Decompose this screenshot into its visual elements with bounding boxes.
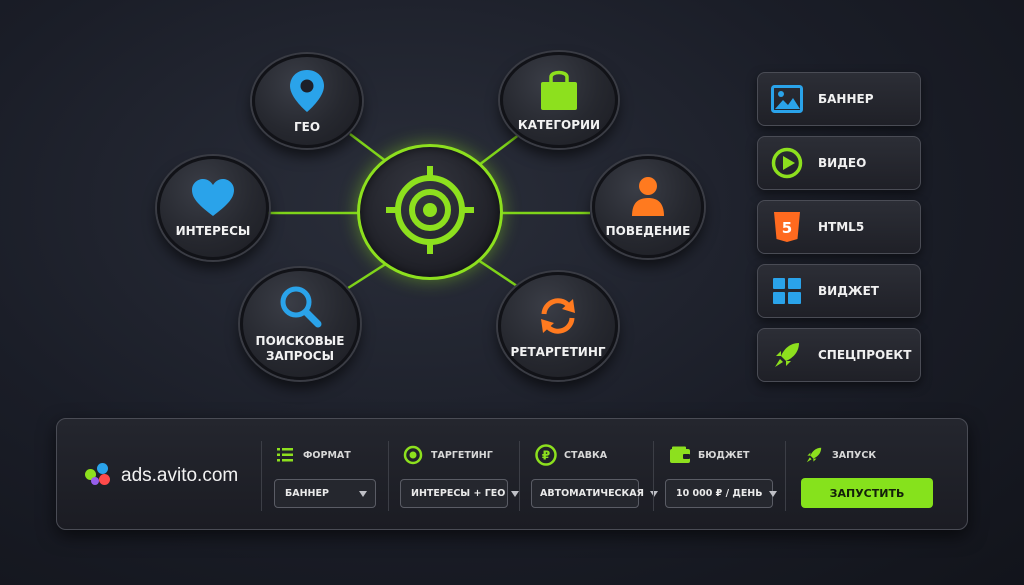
svg-text:5: 5 [782, 219, 792, 237]
format-label: HTML5 [818, 220, 865, 234]
chevron-down-icon [768, 490, 777, 497]
node-search[interactable]: ПОИСКОВЫЕ ЗАПРОСЫ [240, 268, 360, 380]
bid-select-value: АВТОМАТИЧЕСКАЯ [540, 488, 644, 499]
campaign-panel: ads.avito.com ФОРМАТ БАННЕР ТАРГЕТИНГ [56, 418, 968, 530]
launch-section: ЗАПУСК ЗАПУСТИТЬ [801, 443, 933, 508]
node-label: РЕТАРГЕТИНГ [510, 344, 606, 359]
targeting-select[interactable]: ИНТЕРЕСЫ + ГЕО [400, 479, 520, 508]
rocket-icon [771, 339, 803, 371]
divider [785, 441, 786, 511]
targeting-select-value: ИНТЕРЕСЫ + ГЕО [411, 488, 506, 499]
node-label: ПОВЕДЕНИЕ [605, 223, 691, 238]
node-retargeting[interactable]: РЕТАРГЕТИНГ [498, 272, 618, 380]
html5-icon: 5 [771, 211, 803, 243]
divider [519, 441, 520, 511]
targeting-hub[interactable] [357, 144, 503, 280]
targeting-section: ТАРГЕТИНГ ИНТЕРЕСЫ + ГЕО [400, 443, 520, 508]
link-categories [474, 133, 521, 169]
image-icon [771, 83, 803, 115]
format-label: БАННЕР [818, 92, 874, 106]
link-retargeting [474, 256, 521, 290]
chevron-down-icon [511, 490, 520, 497]
budget-section: БЮДЖЕТ 10 000 ₽ / ДЕНЬ [665, 443, 777, 508]
format-card-video[interactable]: ВИДЕО [757, 136, 921, 190]
format-section: ФОРМАТ БАННЕР [274, 443, 376, 508]
svg-text:₽: ₽ [542, 449, 550, 463]
format-card-widget[interactable]: ВИДЖЕТ [757, 264, 921, 318]
format-card-special[interactable]: СПЕЦПРОЕКТ [757, 328, 921, 382]
budget-select[interactable]: 10 000 ₽ / ДЕНЬ [665, 479, 777, 508]
heart-icon [190, 178, 236, 218]
play-icon [771, 147, 803, 179]
brand-logo[interactable]: ads.avito.com [85, 463, 238, 489]
launch-button[interactable]: ЗАПУСТИТЬ [801, 478, 933, 508]
map-pin-icon [287, 68, 327, 114]
format-title: ФОРМАТ [303, 449, 351, 461]
format-label: СПЕЦПРОЕКТ [818, 348, 912, 362]
avito-logo-icon [85, 463, 115, 489]
node-interests[interactable]: ИНТЕРЕСЫ [157, 156, 269, 260]
bid-select[interactable]: АВТОМАТИЧЕСКАЯ [531, 479, 658, 508]
brand-name: ads.avito.com [121, 465, 239, 486]
targeting-title: ТАРГЕТИНГ [431, 449, 493, 461]
shopping-bag-icon [538, 68, 580, 112]
bid-title: СТАВКА [564, 449, 608, 461]
format-label: ВИДЕО [818, 156, 867, 170]
format-select-value: БАННЕР [285, 488, 329, 499]
divider [653, 441, 654, 511]
list-icon [274, 444, 296, 466]
bid-section: ₽ СТАВКА АВТОМАТИЧЕСКАЯ [531, 443, 658, 508]
budget-title: БЮДЖЕТ [698, 449, 750, 461]
chevron-down-icon [359, 490, 367, 497]
launch-title: ЗАПУСК [832, 449, 877, 461]
wallet-icon [669, 444, 691, 466]
budget-select-value: 10 000 ₽ / ДЕНЬ [676, 488, 763, 499]
node-label: ПОИСКОВЫЕ ЗАПРОСЫ [255, 334, 345, 363]
format-label: ВИДЖЕТ [818, 284, 879, 298]
widget-grid-icon [771, 275, 803, 307]
target-small-icon [402, 444, 424, 466]
rocket-small-icon [803, 444, 825, 466]
format-card-html5[interactable]: 5 HTML5 [757, 200, 921, 254]
divider [261, 441, 262, 511]
target-icon [382, 162, 478, 262]
node-label: ГЕО [293, 119, 321, 134]
user-icon [630, 176, 666, 218]
node-label: КАТЕГОРИИ [517, 117, 601, 132]
format-card-banner[interactable]: БАННЕР [757, 72, 921, 126]
search-icon [278, 284, 322, 328]
node-label: ИНТЕРЕСЫ [175, 223, 251, 238]
refresh-icon [535, 293, 581, 339]
divider [388, 441, 389, 511]
node-categories[interactable]: КАТЕГОРИИ [500, 52, 618, 148]
format-select[interactable]: БАННЕР [274, 479, 376, 508]
ruble-coin-icon: ₽ [535, 444, 557, 466]
node-geo[interactable]: ГЕО [252, 54, 362, 148]
node-behavior[interactable]: ПОВЕДЕНИЕ [592, 156, 704, 258]
